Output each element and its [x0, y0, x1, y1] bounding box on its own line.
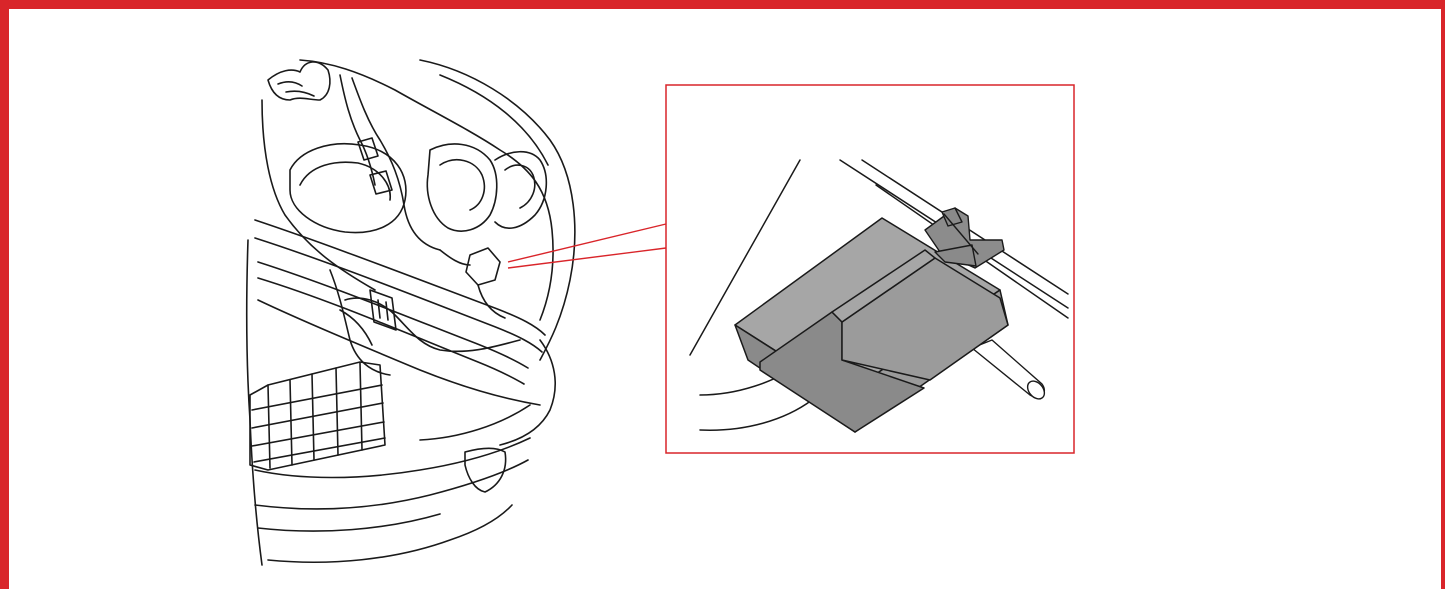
bumper-lower-2: [255, 460, 528, 509]
front-grille: [250, 362, 385, 470]
radiator-support-lower: [258, 262, 528, 368]
bay-bowl-inner: [300, 162, 390, 200]
radiator-support-upper: [255, 220, 545, 335]
connector-2: [370, 171, 392, 194]
outer-panel-line-2: [440, 75, 548, 165]
bumper-upper-edge: [258, 300, 540, 405]
connector-1: [358, 138, 378, 160]
inner-fender-outline: [262, 100, 375, 290]
wire-harness-2: [352, 78, 440, 250]
hood-opening-outline: [300, 60, 553, 320]
module-detail-illustration: [690, 160, 1068, 432]
outer-panel-line: [420, 60, 575, 360]
cable-loop-2: [340, 310, 372, 345]
control-module: [735, 218, 1008, 432]
bumper-lower: [255, 438, 530, 478]
vehicle-front-illustration: [247, 60, 575, 565]
headlight-housing-inner: [505, 165, 535, 208]
leader-line-top: [508, 224, 666, 262]
strut-tower-inner: [440, 160, 484, 210]
strut-tower: [427, 144, 496, 231]
left-fender-edge: [247, 240, 262, 565]
lower-curve-2: [700, 400, 812, 430]
module-mount-point: [466, 248, 500, 285]
bumper-lip: [420, 405, 530, 440]
fog-light-recess: [465, 448, 506, 492]
bumper-lower-3: [258, 514, 440, 531]
top-left-fold-detail: [278, 82, 314, 96]
mounting-bar: [972, 340, 1048, 402]
module-connector-top: [832, 250, 935, 322]
hood-latch: [370, 290, 396, 330]
headlight-housing: [495, 152, 546, 228]
panel-edge-left: [690, 160, 800, 355]
bumper-bottom: [268, 505, 512, 562]
leader-line-bottom: [508, 248, 666, 268]
wire-harness-1: [340, 75, 375, 185]
callout-leader-lines: [508, 224, 666, 268]
bumper-curve-right: [500, 340, 555, 445]
cable-loop: [345, 298, 520, 351]
top-left-fold: [268, 62, 330, 100]
radiator-support-lower-2: [258, 278, 524, 384]
mounting-clip: [925, 208, 1004, 268]
bay-bowl: [290, 144, 406, 233]
radiator-support-upper-2: [255, 238, 542, 352]
